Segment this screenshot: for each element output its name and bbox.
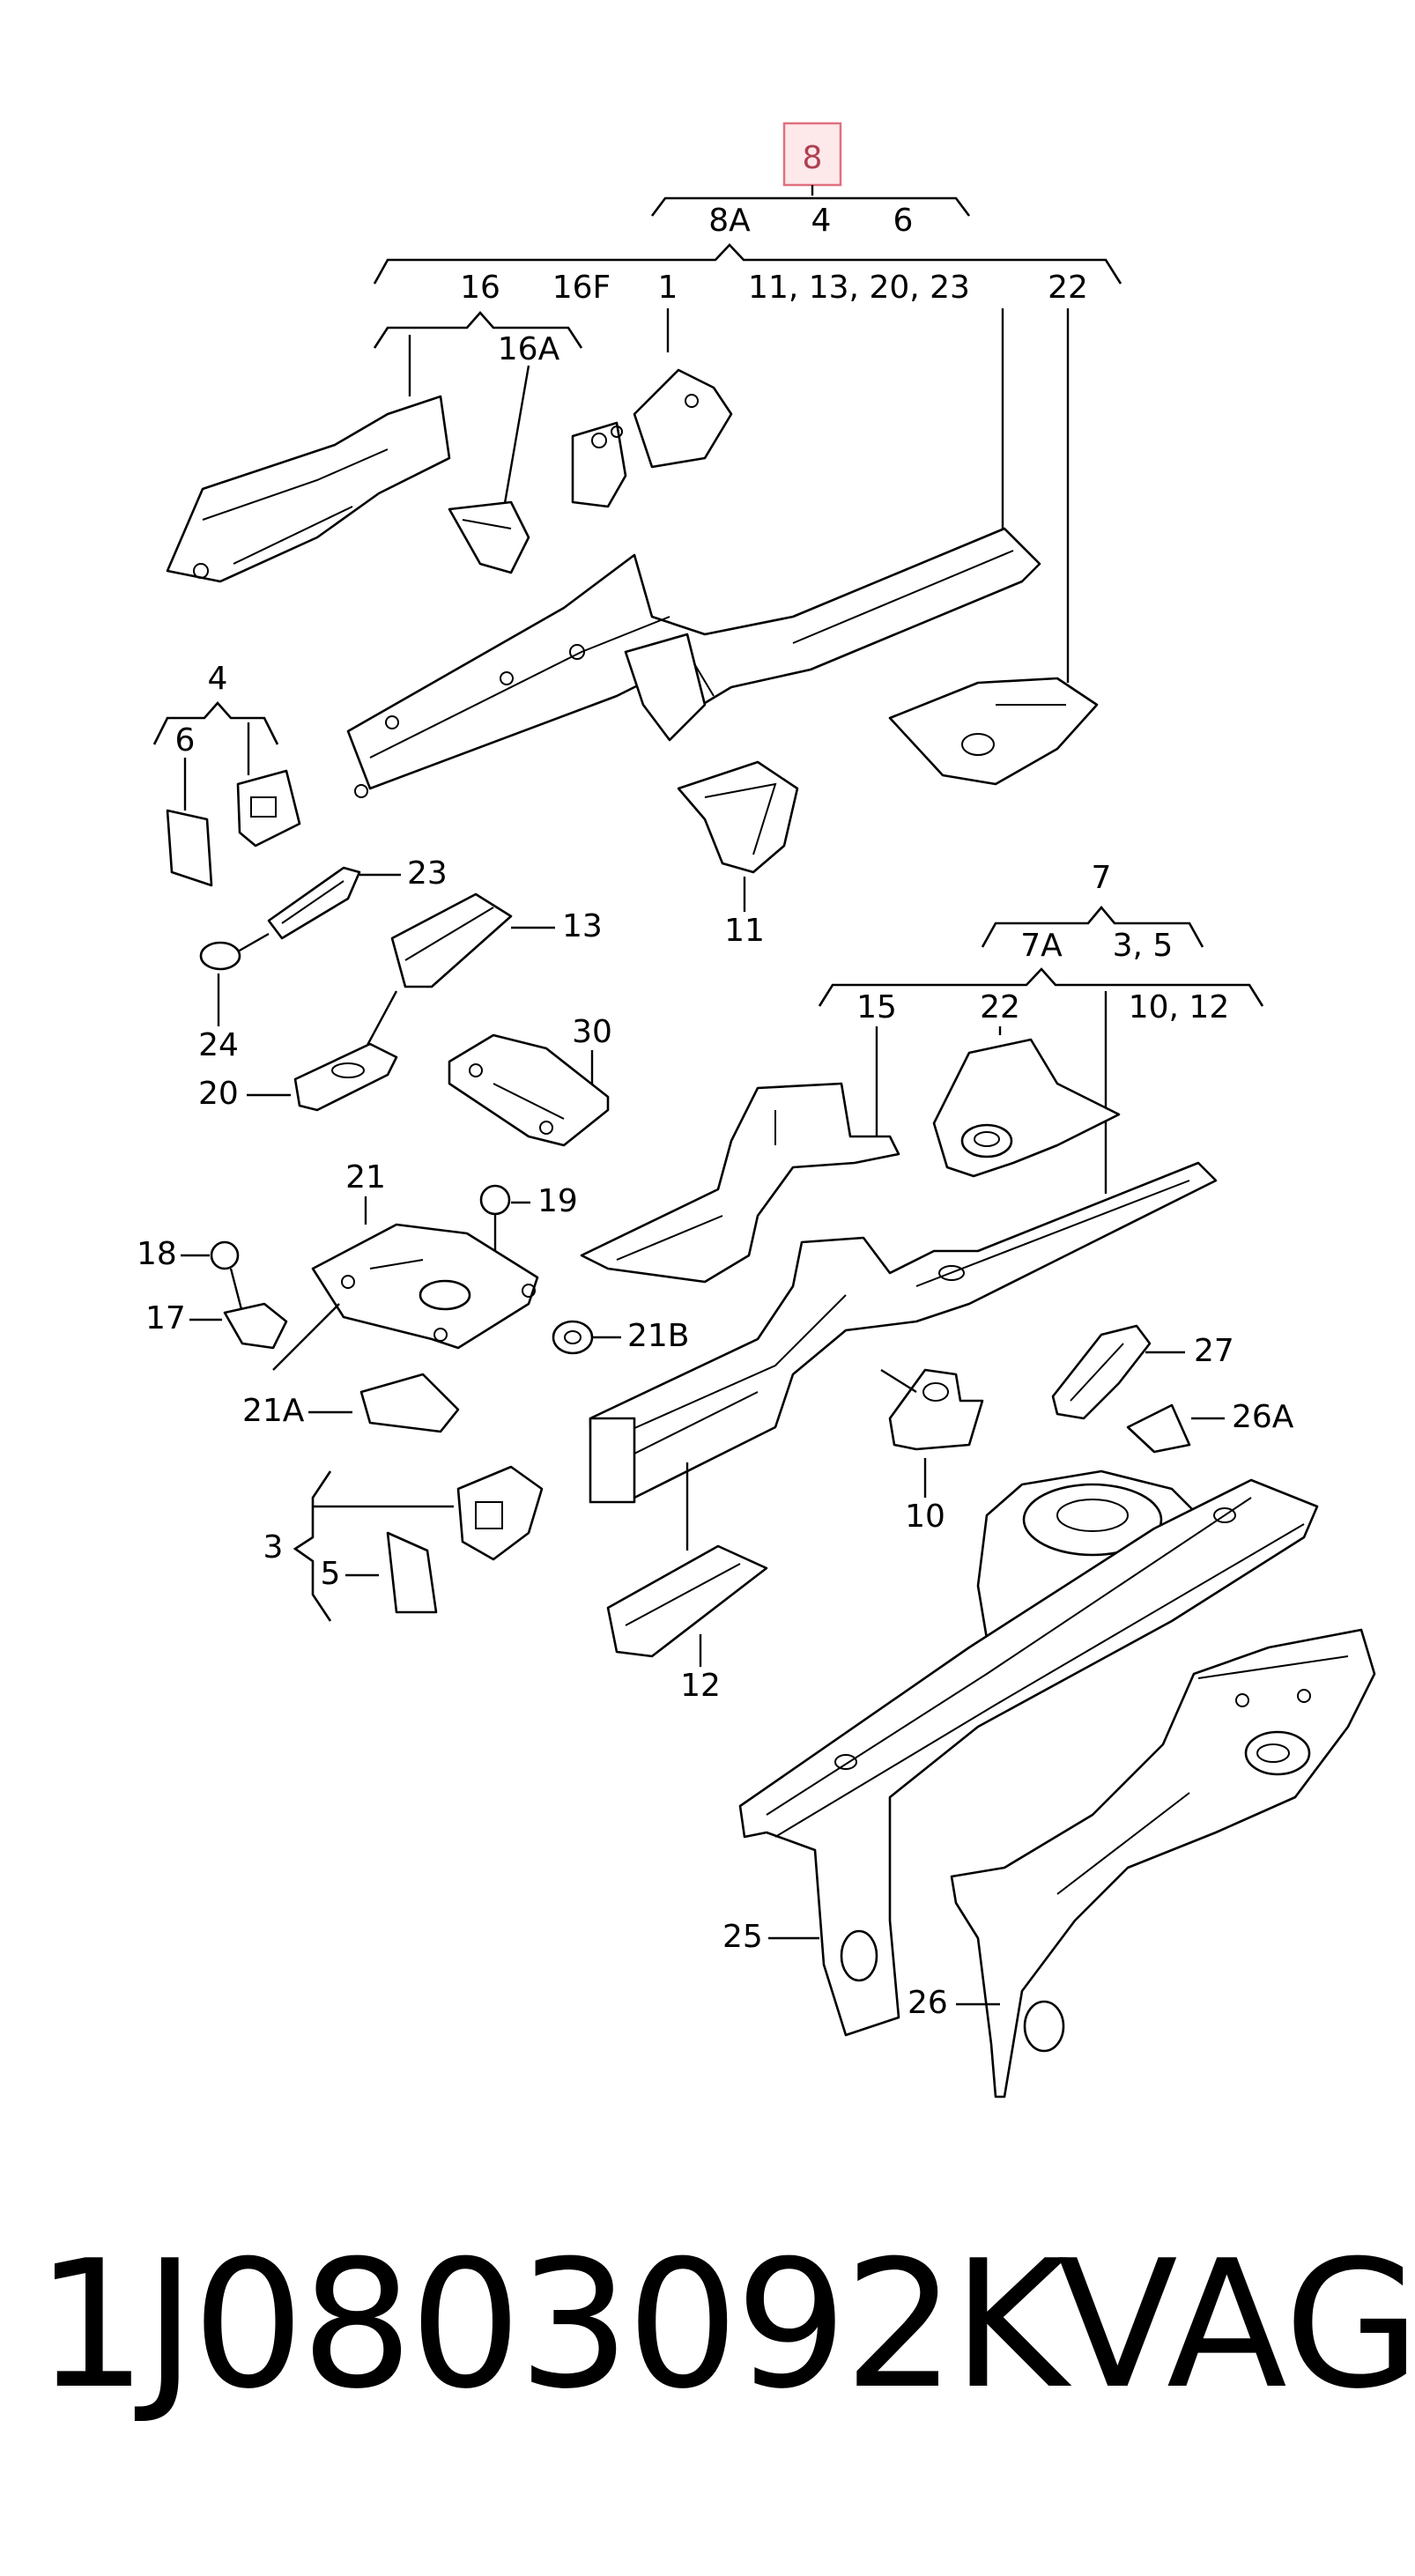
callout-22-top: 22 (1048, 270, 1088, 306)
callout-4-top: 4 (811, 203, 832, 239)
bracket-7A (818, 967, 1264, 1007)
callout-3-5: 3, 5 (1113, 928, 1174, 964)
callout-24: 24 (198, 1027, 239, 1063)
callout-23: 23 (407, 855, 448, 892)
bracket-8 (650, 196, 971, 217)
plate-6 (166, 809, 213, 887)
bracket-17 (223, 1302, 288, 1350)
callout-19: 19 (537, 1183, 578, 1219)
bracket-10 (888, 1368, 984, 1451)
channel-13 (390, 892, 513, 988)
bracket-30 (448, 1033, 610, 1147)
bracket-27 (1051, 1324, 1152, 1420)
callout-20: 20 (198, 1076, 239, 1112)
callout-16: 16 (460, 270, 500, 306)
wheelhouse-bracket-22-mid (932, 1038, 1121, 1178)
callout-26: 26 (908, 1985, 948, 2021)
callout-21B: 21B (627, 1318, 690, 1354)
callout-12: 12 (680, 1668, 721, 1704)
bracket-20 (293, 1042, 398, 1112)
plate-5 (386, 1531, 438, 1614)
callout-21: 21 (345, 1159, 386, 1195)
callout-7: 7 (1092, 860, 1112, 896)
upper-left-member-16 (166, 395, 451, 583)
callout-10-12: 10, 12 (1129, 989, 1230, 1025)
bracket-8A (373, 243, 1122, 285)
clip-21B (552, 1320, 594, 1355)
callout-22-mid: 22 (980, 989, 1020, 1025)
eye-bolt-24 (199, 932, 270, 971)
callout-4-left: 4 (208, 661, 228, 697)
callout-30: 30 (572, 1014, 612, 1050)
strut-11 (677, 760, 799, 874)
bracket-4 (236, 769, 301, 848)
callout-13: 13 (562, 908, 603, 944)
bracket-16 (373, 311, 583, 349)
callout-27: 27 (1194, 1333, 1234, 1369)
bracket-1 (571, 368, 733, 508)
callout-25: 25 (722, 1919, 763, 1955)
bracket-21 (311, 1223, 539, 1350)
plate-21A (359, 1373, 460, 1433)
wheelhouse-26 (950, 1628, 1376, 2099)
callout-6-left: 6 (175, 722, 196, 759)
channel-12 (606, 1544, 768, 1658)
callout-5: 5 (321, 1556, 341, 1592)
callout-26A: 26A (1232, 1399, 1294, 1435)
bolt-18 (210, 1240, 244, 1314)
callout-16A: 16A (498, 331, 560, 367)
front-longitudinal-member (346, 527, 1041, 798)
callout-17: 17 (145, 1300, 186, 1336)
callout-3: 3 (263, 1529, 284, 1566)
wheelhouse-bracket-22-top (888, 677, 1099, 786)
bracket-3 (293, 1470, 332, 1622)
callout-18: 18 (137, 1236, 177, 1272)
callout-1: 1 (658, 270, 678, 306)
mid-longitudinal-member (589, 1161, 1218, 1504)
callout-7A: 7A (1020, 928, 1063, 964)
callout-11-13-20-23: 11, 13, 20, 23 (748, 270, 970, 306)
bracket-3-part (456, 1465, 544, 1561)
brand-name: VAG (1057, 2223, 1415, 2428)
highlight-box-8[interactable] (782, 122, 842, 187)
callout-15: 15 (856, 989, 897, 1025)
part-number: 1J0803092K (35, 2223, 1068, 2428)
callout-21A: 21A (242, 1393, 305, 1429)
bracket-16A (448, 500, 530, 574)
bracket-4-left (152, 701, 279, 745)
callout-11: 11 (724, 913, 765, 949)
bracket-7 (981, 905, 1204, 948)
part-23 (267, 866, 361, 940)
callout-6-top: 6 (893, 203, 914, 239)
callout-8A: 8A (708, 203, 751, 239)
callout-16F: 16F (552, 270, 611, 306)
plate-26A (1126, 1403, 1191, 1454)
longitudinal-member-25 (738, 1478, 1319, 2037)
callout-8: 8 (803, 140, 823, 176)
callout-10: 10 (905, 1499, 945, 1535)
mid-left-member-15 (580, 1082, 900, 1284)
